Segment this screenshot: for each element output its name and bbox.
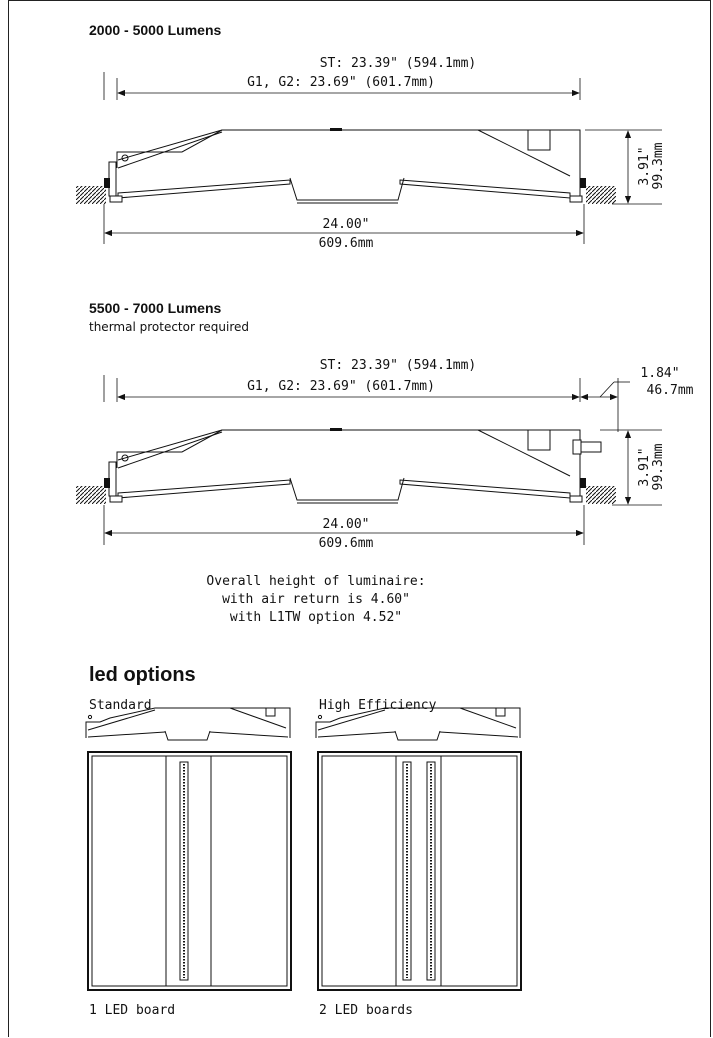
note-line-3: with L1TW option 4.52" [229,610,403,625]
note-line-2: with air return is 4.60" [222,592,410,607]
section2-title: 5500 - 7000 Lumens [89,300,222,316]
dim-width-mm-text: 609.6mm [319,536,374,551]
dim-g-text: G1, G2: 23.69" (601.7mm) [247,75,435,90]
standard-caption: 1 LED board [89,1003,176,1018]
ceiling-grid-left [76,486,106,504]
thermal-protector [580,441,602,453]
section2-subtitle: thermal protector required [89,320,249,334]
overall-height-note: Overall height of luminaire: with air re… [196,573,436,627]
high-efficiency-plan-view [317,751,522,991]
dim-protector-mm-text: 46.7mm [647,383,694,398]
section2-drawing: ST: 23.39" (594.1mm) G1, G2: 23.69" (601… [76,358,694,551]
dim-st-text: ST: 23.39" (594.1mm) [320,358,477,373]
dim-width-mm-text: 609.6mm [319,236,374,251]
dim-width-in-text: 24.00" [323,517,370,532]
ceiling-grid-left [76,186,106,204]
led-options-title: led options [89,664,196,686]
dim-width-in-text: 24.00" [323,217,370,232]
led-board [402,761,412,981]
dim-height-mm-text: 99.3mm [651,443,666,490]
dim-height-mm-text: 99.3mm [651,142,666,189]
high-efficiency-label: High Efficiency [319,698,437,713]
dim-g-text: G1, G2: 23.69" (601.7mm) [247,379,435,394]
ceiling-grid-right [586,486,616,504]
dim-st-text: ST: 23.39" (594.1mm) [320,56,477,71]
section1-drawing: ST: 23.39" (594.1mm) G1, G2: 23.69" (601… [76,56,666,251]
high-efficiency-profile [315,707,521,741]
page-frame [8,0,711,1037]
ceiling-grid-right [586,186,616,204]
dim-height-in-text: 3.91" [637,447,652,486]
note-line-1: Overall height of luminaire: [206,574,426,589]
dim-height-in-text: 3.91" [637,146,652,185]
high-efficiency-caption: 2 LED boards [319,1003,413,1018]
standard-label: Standard [89,698,152,713]
standard-profile [85,707,291,741]
dim-protector-in-text: 1.84" [640,366,679,381]
standard-plan-view [87,751,292,991]
led-board [426,761,436,981]
led-board [179,761,189,981]
section1-title: 2000 - 5000 Lumens [89,22,222,38]
